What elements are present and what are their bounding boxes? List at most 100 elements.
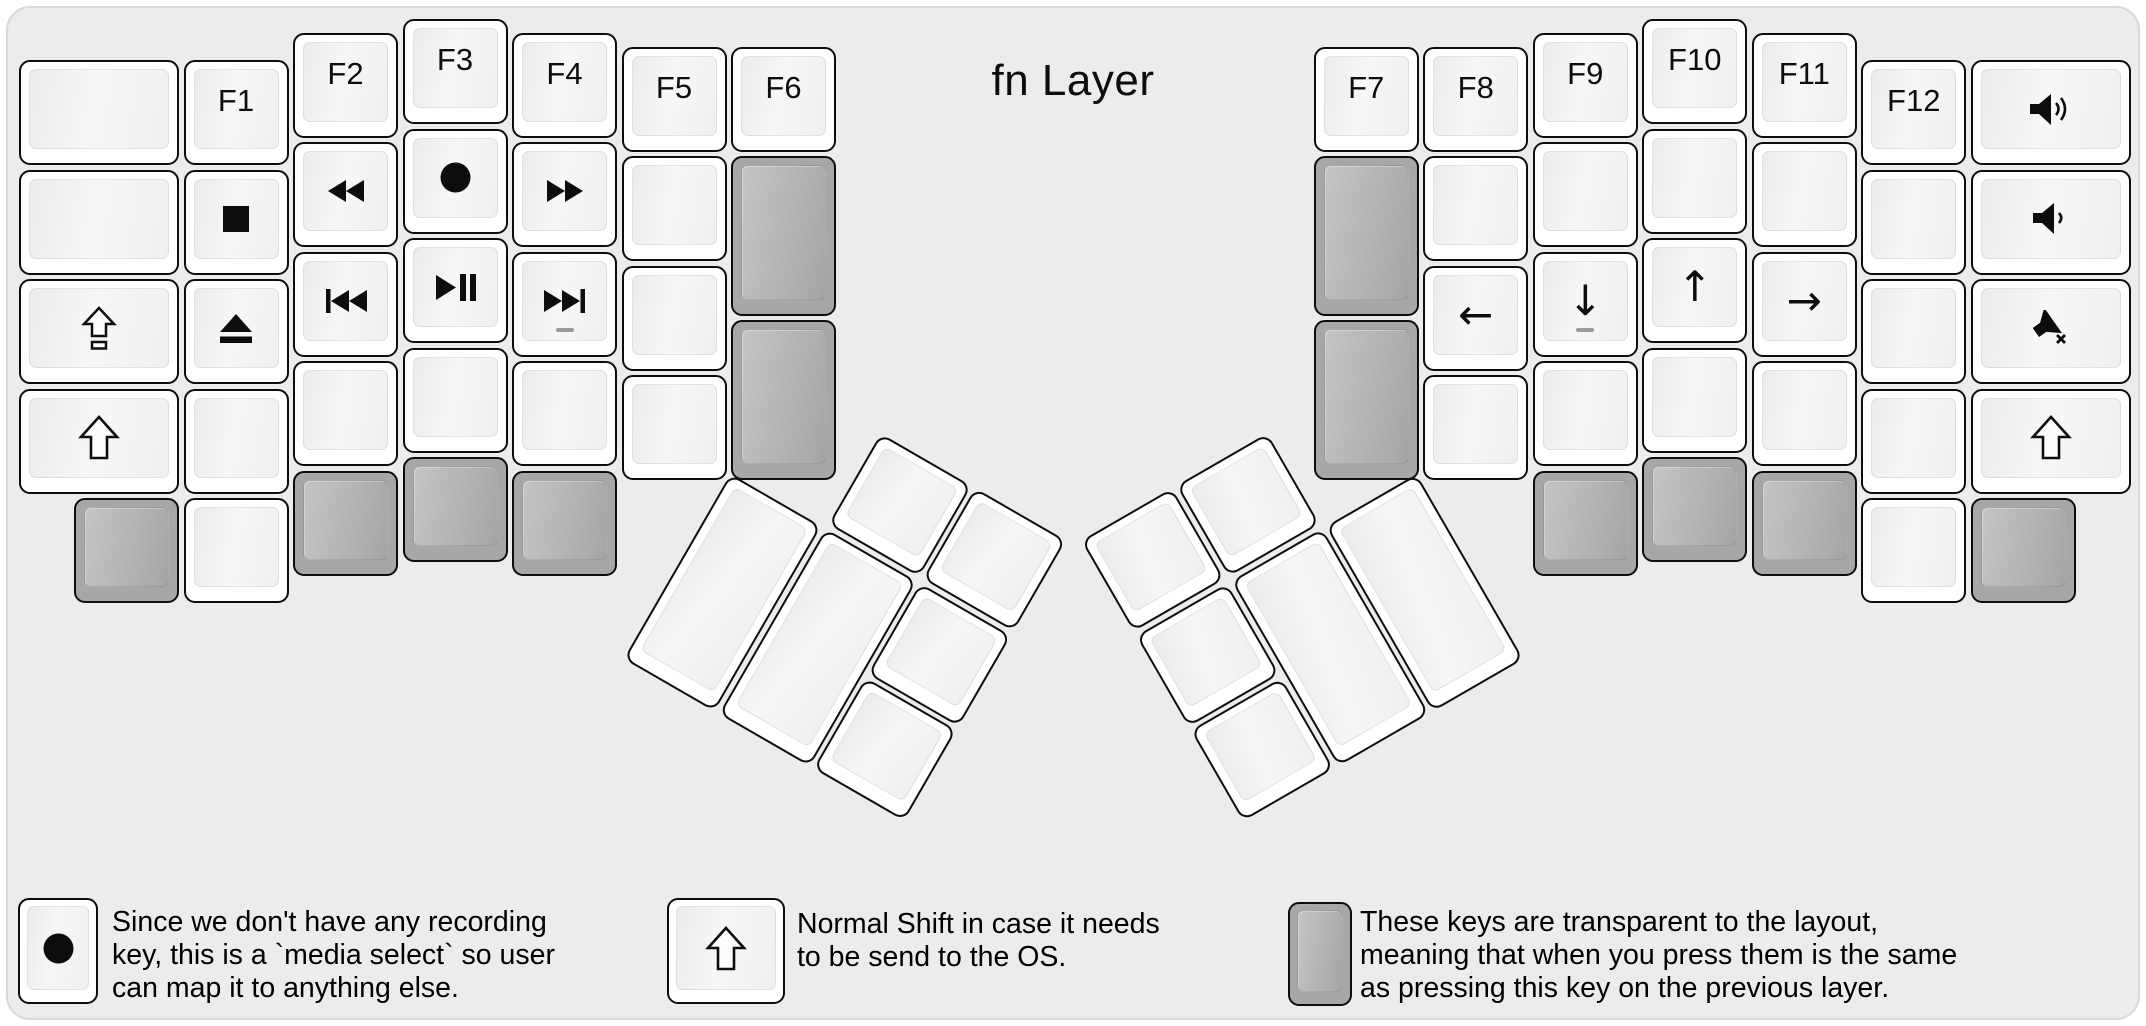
key-f6: F6: [731, 46, 836, 152]
record-icon: [439, 161, 472, 194]
key-fast-forward: [512, 142, 617, 248]
key-blank: [621, 265, 727, 371]
layer-title: fn Layer: [991, 56, 1155, 105]
shift-icon: [78, 415, 121, 460]
key-blank: [183, 498, 289, 604]
key-blank: [1642, 347, 1748, 453]
shift-icon: [2029, 415, 2072, 460]
legend-line: Normal Shift in case it needs: [797, 908, 1160, 940]
key-f11: F11: [1751, 32, 1857, 138]
legend-line: These keys are transparent to the layout…: [1360, 906, 1879, 938]
key-stop: [183, 169, 289, 275]
key-blank: [1423, 375, 1529, 481]
key-f3: F3: [402, 19, 508, 125]
key-blank: [1751, 142, 1857, 248]
key-label: F9: [1567, 55, 1604, 91]
key-blank: [1642, 128, 1748, 234]
key-f1: F1: [183, 60, 289, 166]
key-volume-down: [1970, 169, 2131, 275]
key-blank: [183, 388, 289, 494]
key-transparent: [731, 156, 836, 316]
key-blank: [1751, 361, 1857, 467]
key-f2: F2: [293, 32, 398, 138]
legend-line: key, this is a `media select` so user: [112, 939, 555, 971]
key-arrow-up-icon: ↑: [1677, 262, 1713, 312]
key-arrow-right: →: [1751, 251, 1857, 357]
rewind-icon: [327, 178, 365, 204]
key-label: F4: [546, 55, 583, 91]
next-icon: [543, 288, 586, 314]
key-label: F8: [1457, 69, 1494, 105]
key-f10: F10: [1642, 19, 1748, 125]
key-label: F2: [327, 55, 364, 91]
legend-line: meaning that when you press them is the …: [1360, 939, 1958, 971]
key-media-select-record: [402, 128, 508, 234]
key-transparent: [512, 470, 617, 576]
key-f5: F5: [621, 46, 727, 152]
legend-transparent-keys-text: These keys are transparent to the layout…: [1360, 906, 1957, 1005]
key-blank: [621, 375, 727, 481]
key-arrow-left-icon: ←: [1458, 289, 1494, 339]
key-label: F11: [1778, 55, 1830, 91]
key-transparent: [1313, 320, 1419, 481]
key-blank: [1861, 388, 1967, 494]
key-blank: [1861, 498, 1967, 604]
key-transparent: [1642, 457, 1748, 563]
key-play-pause: [402, 238, 508, 344]
homing-dash-icon: [555, 327, 574, 332]
key-transparent: [74, 498, 179, 604]
legend-line: as pressing this key on the previous lay…: [1360, 972, 1890, 1004]
legend-transparent-keys-key: [1288, 902, 1352, 1006]
key-f9: F9: [1532, 32, 1638, 138]
stop-icon: [221, 204, 251, 234]
legend-normal-shift-key: [667, 898, 785, 1004]
key-transparent: [1532, 470, 1638, 576]
key-label: F10: [1668, 42, 1722, 78]
key-transparent: [1970, 498, 2076, 604]
key-blank: [512, 361, 617, 467]
key-transparent: [1751, 470, 1857, 576]
key-f4: F4: [512, 32, 617, 138]
key-blank: [1861, 279, 1967, 385]
legend-line: Since we don't have any recording: [112, 906, 547, 938]
key-f8: F8: [1423, 46, 1529, 152]
key-blank: [402, 347, 508, 453]
key-label: F3: [436, 42, 474, 78]
key-label: F7: [1348, 69, 1385, 105]
key-mute: [1970, 279, 2131, 385]
record-icon: [42, 932, 75, 965]
key-rewind: [293, 142, 398, 248]
key-eject: [183, 279, 289, 385]
eject-icon: [218, 313, 254, 344]
key-transparent: [1313, 156, 1419, 316]
playpause-icon: [435, 273, 476, 302]
key-f12: F12: [1861, 60, 1967, 166]
key-blank: [293, 361, 398, 467]
prev-icon: [325, 288, 367, 314]
key-blank: [1861, 169, 1967, 275]
legend-media-select-key: [18, 898, 98, 1004]
ffwd-icon: [546, 178, 584, 204]
key-blank: [621, 156, 727, 262]
volup-icon: [2028, 93, 2074, 126]
key-label: F5: [655, 69, 693, 105]
key-arrow-up: ↑: [1642, 238, 1748, 344]
capslock-icon: [81, 305, 118, 351]
key-arrow-down: ↓: [1532, 251, 1638, 357]
key-blank: [1423, 156, 1529, 262]
key-transparent: [402, 457, 508, 563]
key-blank: [19, 60, 179, 166]
key-label: F12: [1887, 83, 1941, 119]
key-arrow-down-icon: ↓: [1567, 275, 1603, 325]
key-transparent: [731, 320, 836, 481]
key-volume-up: [1970, 60, 2131, 166]
key-transparent: [293, 470, 398, 576]
key-label: F1: [217, 83, 255, 119]
key-label: F6: [765, 69, 802, 105]
voldown-icon: [2031, 202, 2071, 235]
key-shift-left: [19, 388, 179, 494]
key-next-track: [512, 251, 617, 357]
